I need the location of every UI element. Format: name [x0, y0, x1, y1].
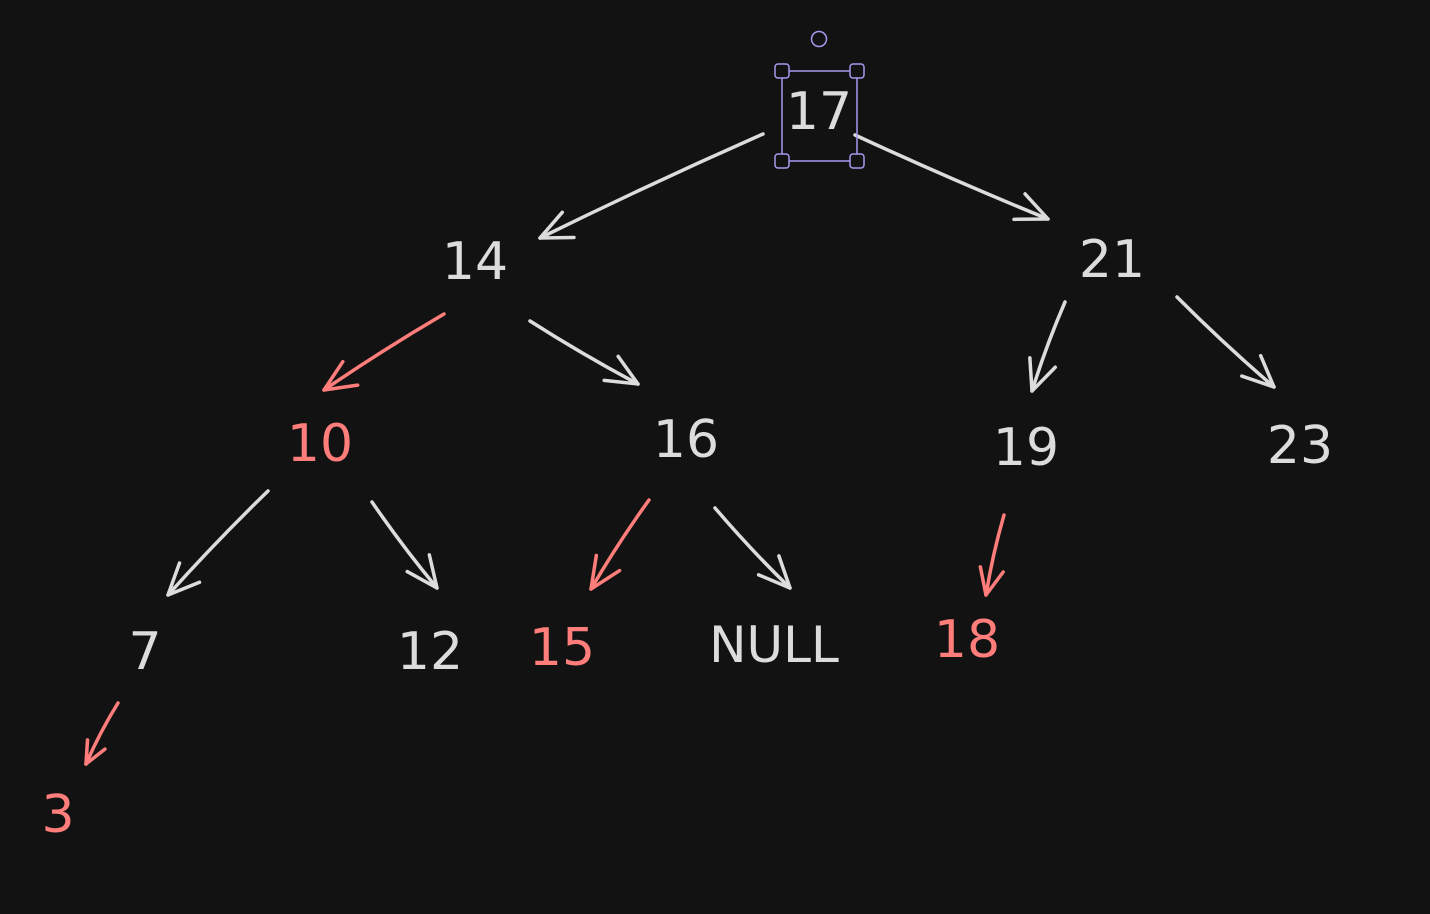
- edge-arrow-n21-to-n19: [1028, 300, 1067, 393]
- arrow-head: [322, 359, 360, 392]
- tree-node-17[interactable]: 17: [786, 82, 852, 142]
- tree-node-null[interactable]: NULL: [709, 616, 839, 674]
- arrow-shaft: [370, 500, 439, 590]
- edge-arrow-n16-to-nnull: [713, 506, 792, 590]
- tree-node-14[interactable]: 14: [442, 232, 508, 292]
- arrow-head: [1028, 356, 1057, 393]
- edge-arrow-n7-to-n3: [84, 701, 120, 766]
- arrow-shaft: [166, 489, 270, 597]
- tree-node-16[interactable]: 16: [653, 410, 719, 470]
- tree-node-23[interactable]: 23: [1267, 416, 1333, 476]
- arrow-shaft: [322, 312, 446, 392]
- tree-node-19[interactable]: 19: [993, 418, 1059, 478]
- tree-node-21[interactable]: 21: [1079, 230, 1145, 290]
- edge-arrow-n10-to-n12: [370, 500, 439, 590]
- edge-arrow-n17-to-n14: [538, 132, 765, 240]
- arrow-head: [538, 210, 576, 240]
- resize-handle-top-right[interactable]: [849, 63, 865, 79]
- tree-node-7[interactable]: 7: [128, 622, 161, 682]
- tree-node-18[interactable]: 18: [934, 610, 1000, 670]
- edge-arrow-n21-to-n23: [1175, 295, 1276, 389]
- resize-handle-bottom-right[interactable]: [849, 153, 865, 169]
- edge-arrow-n10-to-n7: [166, 489, 270, 597]
- arrow-head: [1012, 192, 1050, 222]
- arrow-head: [84, 738, 107, 766]
- tree-node-12[interactable]: 12: [397, 622, 463, 682]
- arrow-shaft: [84, 701, 120, 766]
- selection-outline: [781, 70, 858, 162]
- edge-arrow-n14-to-n16: [528, 319, 640, 386]
- tree-node-10[interactable]: 10: [287, 414, 353, 474]
- arrow-head: [166, 561, 202, 597]
- arrow-head: [978, 565, 1005, 597]
- arrow-shaft: [713, 506, 792, 590]
- arrow-shaft: [1030, 300, 1067, 393]
- resize-handle-top-left[interactable]: [774, 63, 790, 79]
- tree-node-15[interactable]: 15: [529, 618, 595, 678]
- edge-arrow-n19-to-n18: [978, 513, 1006, 597]
- edge-arrow-n14-to-n10: [322, 312, 446, 392]
- nodes-layer: 17 14 21 10 16 19 23 7 12 15 NULL 18 3: [41, 82, 1333, 845]
- resize-handle-bottom-left[interactable]: [774, 153, 790, 169]
- rotate-handle[interactable]: [810, 30, 828, 48]
- edge-arrow-n17-to-n21: [853, 133, 1050, 222]
- arrow-head: [1240, 353, 1276, 389]
- arrow-shaft: [528, 319, 640, 386]
- arrow-head: [602, 354, 640, 386]
- arrow-head: [756, 554, 792, 590]
- arrow-head: [405, 553, 439, 590]
- arrow-head: [589, 553, 622, 591]
- tree-node-3[interactable]: 3: [41, 785, 74, 845]
- selection-box[interactable]: [774, 30, 865, 169]
- arrow-shaft: [538, 132, 765, 240]
- edges-layer: [84, 132, 1276, 766]
- arrow-shaft: [984, 513, 1006, 597]
- arrow-shaft: [589, 498, 651, 591]
- edge-arrow-n16-to-n15: [589, 498, 651, 591]
- arrow-shaft: [1175, 295, 1276, 389]
- arrow-shaft: [853, 133, 1050, 221]
